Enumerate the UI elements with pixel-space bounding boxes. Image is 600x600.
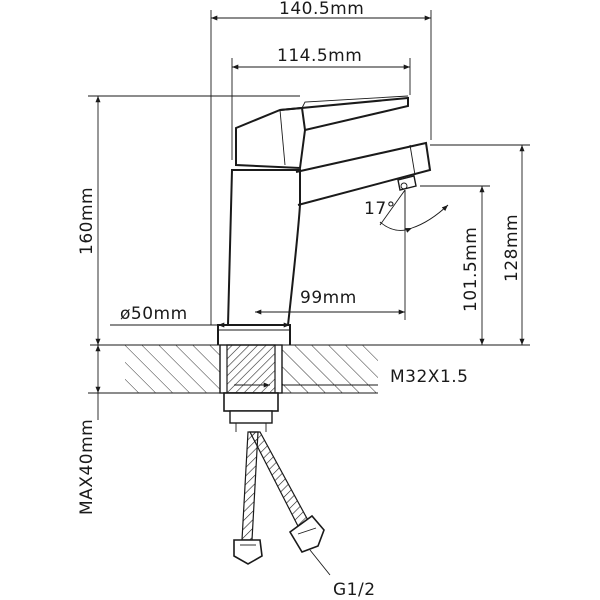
countertop-section [90, 344, 378, 394]
dimension-labels: 140.5mm 114.5mm 160mm 128mm 101.5mm 99mm… [77, 0, 522, 600]
label-max-counter: MAX40mm [77, 419, 97, 515]
label-total-width: 140.5mm [279, 0, 364, 19]
mounting-shank [223, 392, 279, 432]
label-base-diameter: ø50mm [120, 304, 188, 324]
label-hose-connection: G1/2 [333, 580, 376, 600]
label-spout-clearance: 101.5mm [461, 227, 481, 312]
label-total-height: 160mm [77, 187, 97, 255]
faucet-body [217, 95, 432, 345]
flex-hose-right [249, 431, 325, 553]
label-spout-height: 128mm [502, 214, 522, 282]
label-spout-angle: 17° [364, 199, 396, 219]
label-spout-reach: 99mm [300, 288, 357, 308]
dimension-lines [88, 10, 530, 576]
flex-hose-left [233, 431, 263, 565]
label-thread: M32X1.5 [390, 367, 468, 387]
label-handle-width: 114.5mm [277, 46, 362, 66]
